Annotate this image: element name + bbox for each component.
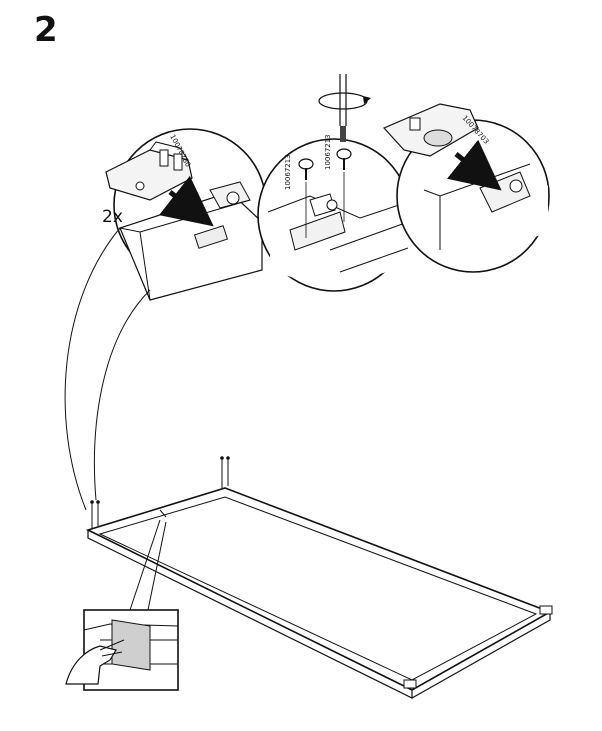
detail-circle-3: 10078703 [382,103,550,273]
screwdriver-icon [318,74,371,142]
corner-screws-front [90,500,100,528]
part-number-label: 10067213 [284,154,292,190]
detail-circle-1: 10078780 [105,128,267,301]
leader-line [129,519,161,611]
detail-circle-2: 10067213 10067213 [257,134,411,292]
connector-part [382,103,479,157]
quantity-label: 2x [102,207,123,227]
leader-line [147,521,167,611]
screw-1 [298,158,314,238]
leader-line [93,289,151,501]
screw-2 [336,148,352,222]
corner-screws-back [220,456,230,488]
frame-assembly [85,456,553,699]
zoom-box-hand [65,609,179,691]
part-number-label: 10067213 [324,134,332,170]
step-number: 2 [34,10,58,50]
leader-line [64,227,121,511]
